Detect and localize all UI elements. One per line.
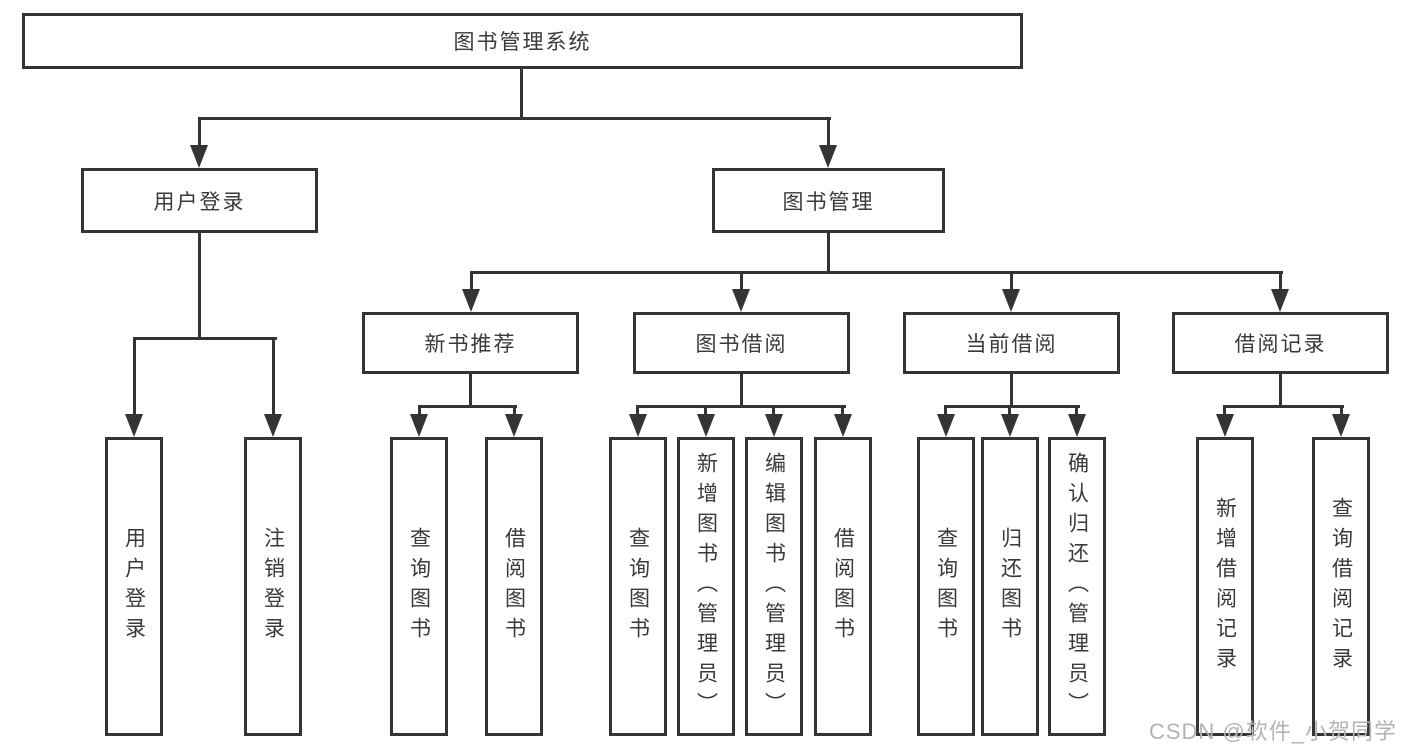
- connector-line: [1279, 374, 1282, 408]
- leaf-add-borrow-record: 新增借阅记录: [1196, 437, 1254, 736]
- connector-line: [740, 374, 743, 408]
- leaf-borrow-books: 借阅图书: [814, 437, 872, 736]
- leaf-label: 借阅图书: [502, 526, 526, 647]
- arrow-down-icon: [462, 289, 480, 312]
- node-label: 当前借阅: [965, 333, 1058, 356]
- arrow-down-icon: [732, 289, 750, 312]
- arrow-down-icon: [937, 414, 955, 437]
- connector-line: [198, 117, 201, 147]
- connector-line: [740, 271, 743, 291]
- node-book-borrowing: 图书借阅: [633, 312, 850, 374]
- node-library-management-system: 图书管理系统: [22, 13, 1023, 69]
- leaf-query-books: 查询图书: [917, 437, 975, 736]
- leaf-label: 用户登录: [122, 526, 146, 647]
- connector-line: [198, 233, 201, 339]
- leaf-label: 查询借阅记录: [1329, 496, 1353, 677]
- connector-line: [827, 117, 830, 147]
- connector-line: [469, 374, 472, 408]
- arrow-down-icon: [819, 145, 837, 168]
- leaf-label: 查询图书: [934, 526, 958, 647]
- leaf-logout: 注销登录: [244, 437, 302, 736]
- node-current-borrowing: 当前借阅: [903, 312, 1120, 374]
- arrow-down-icon: [1068, 414, 1086, 437]
- connector-line: [133, 337, 136, 416]
- connector-line: [1010, 271, 1013, 291]
- connector-line: [944, 405, 947, 417]
- connector-line: [1340, 405, 1343, 417]
- arrow-down-icon: [1271, 289, 1289, 312]
- leaf-return-books: 归还图书: [981, 437, 1039, 736]
- leaf-label: 新增图书（管理员）: [694, 451, 718, 722]
- connector-line: [133, 337, 277, 340]
- leaf-confirm-return-admin: 确认归还（管理员）: [1048, 437, 1106, 736]
- connector-line: [704, 405, 707, 417]
- leaf-label: 借阅图书: [831, 526, 855, 647]
- node-new-book-recommendation: 新书推荐: [362, 312, 579, 374]
- node-label: 借阅记录: [1234, 333, 1327, 356]
- connector-line: [520, 69, 523, 119]
- leaf-user-login: 用户登录: [105, 437, 163, 736]
- connector-line: [272, 337, 275, 416]
- leaf-edit-books-admin: 编辑图书（管理员）: [745, 437, 803, 736]
- leaf-borrow-books: 借阅图书: [485, 437, 543, 736]
- node-book-management: 图书管理: [712, 168, 945, 233]
- connector-line: [418, 405, 517, 408]
- node-label: 图书借阅: [695, 333, 788, 356]
- arrow-down-icon: [264, 414, 282, 437]
- arrow-down-icon: [765, 414, 783, 437]
- connector-line: [1223, 405, 1226, 417]
- connector-line: [470, 271, 473, 291]
- connector-line: [513, 405, 516, 417]
- arrow-down-icon: [125, 414, 143, 437]
- node-label: 图书管理: [782, 190, 875, 214]
- connector-line: [1075, 405, 1078, 417]
- connector-line: [470, 271, 1283, 274]
- arrow-down-icon: [697, 414, 715, 437]
- leaf-label: 新增借阅记录: [1213, 496, 1237, 677]
- leaf-query-books: 查询图书: [390, 437, 448, 736]
- connector-line: [1279, 271, 1282, 291]
- connector-line: [1008, 405, 1011, 417]
- connector-line: [198, 117, 831, 120]
- node-label: 新书推荐: [424, 333, 517, 356]
- connector-line: [841, 405, 844, 417]
- connector-line: [418, 405, 421, 417]
- arrow-down-icon: [834, 414, 852, 437]
- arrow-down-icon: [410, 414, 428, 437]
- arrow-down-icon: [1001, 414, 1019, 437]
- leaf-label: 查询图书: [626, 526, 650, 647]
- leaf-query-borrow-record: 查询借阅记录: [1312, 437, 1370, 736]
- node-borrowing-records: 借阅记录: [1172, 312, 1389, 374]
- arrow-down-icon: [1332, 414, 1350, 437]
- connector-line: [1010, 374, 1013, 408]
- connector-line: [636, 405, 639, 417]
- arrow-down-icon: [1216, 414, 1234, 437]
- connector-line: [827, 233, 830, 274]
- arrow-down-icon: [505, 414, 523, 437]
- leaf-query-books: 查询图书: [609, 437, 667, 736]
- connector-line: [944, 405, 1080, 408]
- csdn-watermark: CSDN @软件_小贺同学: [1148, 719, 1397, 744]
- connector-line: [772, 405, 775, 417]
- leaf-label: 查询图书: [407, 526, 431, 647]
- node-label: 用户登录: [153, 190, 246, 214]
- leaf-label: 注销登录: [261, 526, 285, 647]
- node-label: 图书管理系统: [453, 31, 592, 54]
- leaf-label: 确认归还（管理员）: [1065, 451, 1089, 722]
- node-user-login: 用户登录: [81, 168, 318, 233]
- arrow-down-icon: [1002, 289, 1020, 312]
- leaf-label: 编辑图书（管理员）: [762, 451, 786, 722]
- connector-line: [636, 405, 846, 408]
- leaf-add-books-admin: 新增图书（管理员）: [677, 437, 735, 736]
- leaf-label: 归还图书: [998, 526, 1022, 647]
- connector-line: [1223, 405, 1344, 408]
- arrow-down-icon: [629, 414, 647, 437]
- arrow-down-icon: [190, 145, 208, 168]
